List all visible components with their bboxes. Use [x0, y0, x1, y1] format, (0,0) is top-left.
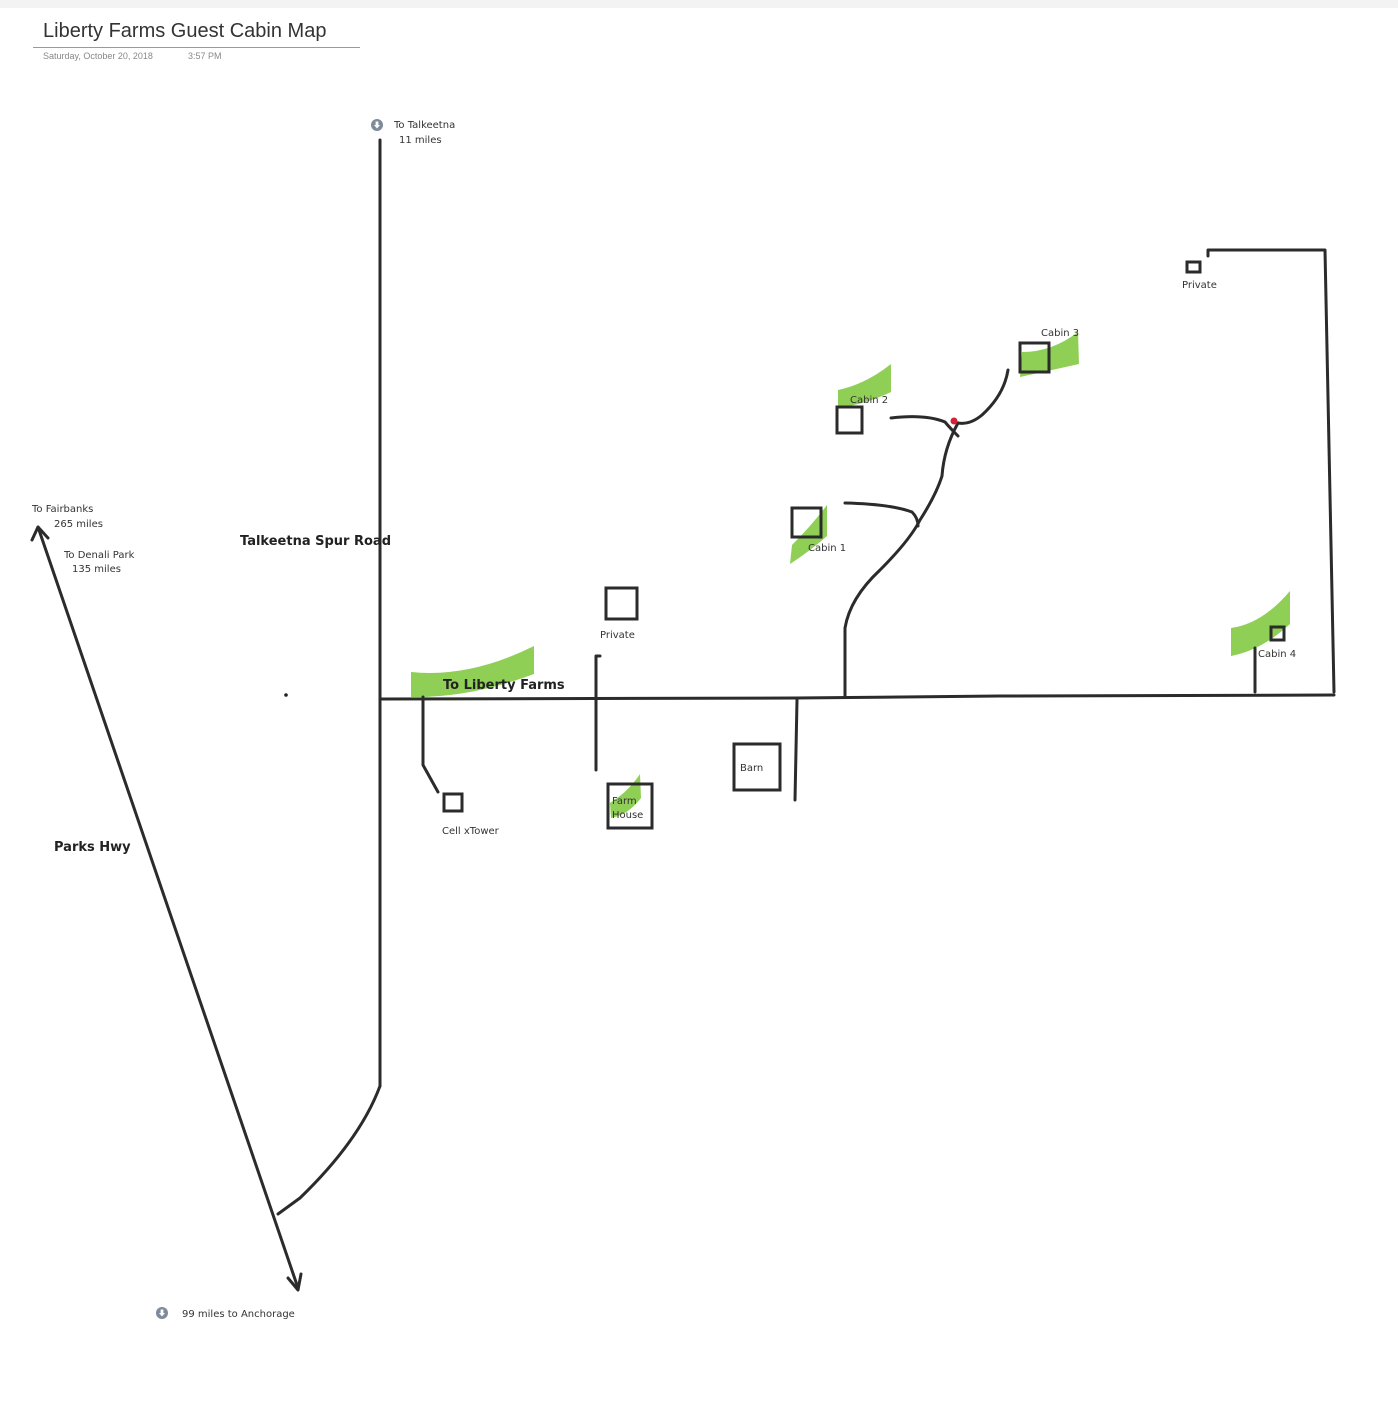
liberty-farms-road [378, 693, 1336, 701]
cabins-road [843, 421, 960, 699]
cabin3-label: Cabin 3 [1041, 328, 1079, 339]
download-icon [156, 1307, 168, 1319]
anchorage-label: 99 miles to Anchorage [182, 1309, 295, 1320]
private-top-label: Private [1182, 280, 1217, 291]
cabin1-label: Cabin 1 [808, 543, 846, 554]
farmhouse-building [606, 782, 654, 830]
cabin1-highlight [790, 505, 827, 564]
farmhouse-label-line1: Farm [612, 796, 637, 807]
download-icon [371, 119, 383, 131]
liberty-farms-label: To Liberty Farms [443, 678, 565, 693]
barn-label: Barn [740, 763, 763, 774]
junction-marker [950, 417, 958, 425]
fairbanks-distance: 265 miles [54, 519, 103, 530]
cabin2-highlight [838, 364, 891, 408]
talkeetna-label: To Talkeetna [393, 120, 455, 131]
title-divider [33, 47, 360, 48]
cabin2-building [835, 405, 864, 435]
barn-driveway [793, 698, 799, 802]
cell-tower-driveway [421, 695, 440, 794]
private-mid-label: Private [600, 630, 635, 641]
parks-hwy-arrow-north [30, 525, 50, 542]
page-time: 3:57 PM [188, 51, 222, 61]
cabin3-spur [956, 368, 1010, 425]
liberty-farms-highlight [411, 646, 534, 698]
private-building-top [1185, 260, 1202, 274]
cell-tower-label: Cell xTower [442, 826, 500, 837]
private-building-mid [604, 586, 639, 621]
farmhouse-label-line2: House [612, 810, 643, 821]
cabin4-building [1269, 625, 1286, 642]
cabin4-label: Cabin 4 [1258, 649, 1296, 660]
talkeetna-distance: 11 miles [399, 135, 442, 146]
barn-building [732, 742, 782, 792]
page-title: Liberty Farms Guest Cabin Map [43, 20, 327, 42]
denali-label: To Denali Park [63, 550, 135, 561]
spur-to-hwy-connector [276, 1084, 382, 1216]
top-bar [0, 0, 1398, 8]
parks-hwy-arrow-south [286, 1272, 303, 1292]
parks-hwy-label: Parks Hwy [54, 840, 131, 855]
cabin1-spur [843, 501, 920, 528]
parks-hwy-road [36, 525, 300, 1290]
east-boundary-road [1206, 248, 1336, 694]
fairbanks-label: To Fairbanks [31, 504, 93, 515]
cabin2-label: Cabin 2 [850, 395, 888, 406]
map-dot [284, 693, 288, 697]
cabin2-spur [889, 415, 960, 438]
cabin3-building [1018, 341, 1051, 374]
denali-distance: 135 miles [72, 564, 121, 575]
cell-tower-building [442, 792, 464, 813]
page-date: Saturday, October 20, 2018 [43, 51, 153, 61]
cabin4-highlight [1231, 591, 1290, 656]
spur-road-label: Talkeetna Spur Road [240, 534, 391, 549]
cabin1-building [790, 506, 823, 539]
